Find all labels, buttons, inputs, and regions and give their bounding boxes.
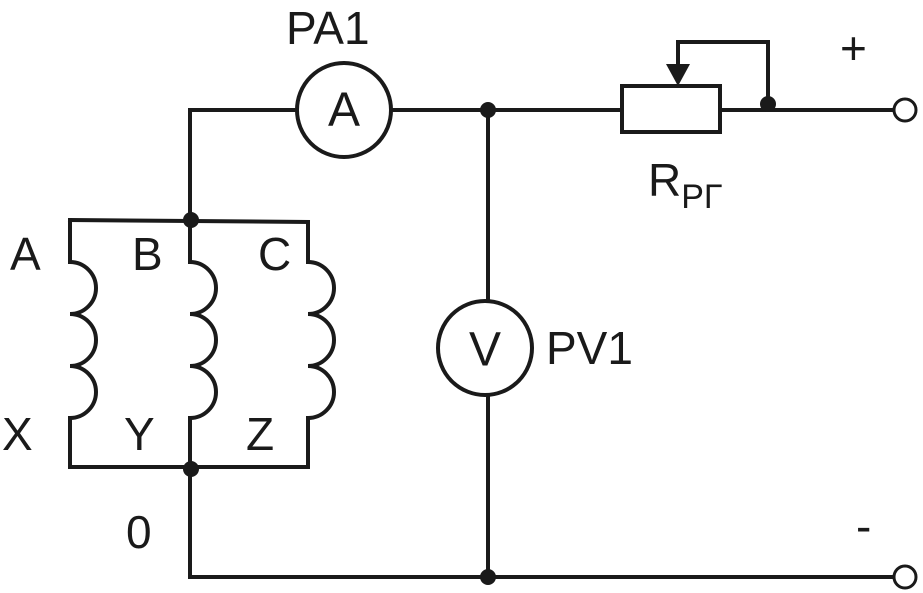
winding-b-end-label: Y [124,408,155,460]
ammeter-circle [295,61,393,159]
node-voltmeter-bottom [480,569,496,585]
winding-a-end-label: X [2,408,33,460]
winding-a-coil [69,260,98,420]
rheostat: RРГ [620,64,722,216]
node-neutral [183,461,199,477]
winding-c-end-label: Z [246,408,274,460]
voltmeter: V PV1 [436,299,633,397]
winding-c-coil [307,260,336,420]
rheostat-body [620,84,722,134]
winding-block [67,217,336,469]
terminal-minus-label: - [856,500,871,552]
winding-a-start-label: A [10,228,41,280]
ammeter: A PA1 [286,2,393,159]
rheostat-wiper-loop [676,40,770,106]
terminal-minus [892,564,918,590]
terminal-plus-label: + [840,22,867,74]
rheostat-label: RРГ [648,154,722,216]
voltmeter-designation: PV1 [546,322,633,374]
winding-labels: A B C X Y Z 0 [2,228,291,558]
junction-nodes [183,96,776,585]
wire-neutral-to-minus [188,465,894,579]
rheostat-wiper-arrow [666,64,690,86]
voltmeter-circle [436,299,534,397]
output-terminals: + - [840,22,918,590]
winding-b-start-label: B [132,228,163,280]
node-b-top [183,212,199,228]
node-rheostat-wiper [760,96,776,112]
node-voltmeter-top [480,102,496,118]
winding-b-coil [189,260,218,420]
terminal-plus [892,97,918,123]
neutral-label: 0 [126,506,152,558]
voltmeter-symbol: V [469,324,501,377]
wiring [188,40,894,580]
wire-b-to-ammeter [188,108,298,222]
winding-c-start-label: C [258,228,291,280]
ammeter-designation: PA1 [286,2,370,54]
ammeter-symbol: A [328,84,360,137]
